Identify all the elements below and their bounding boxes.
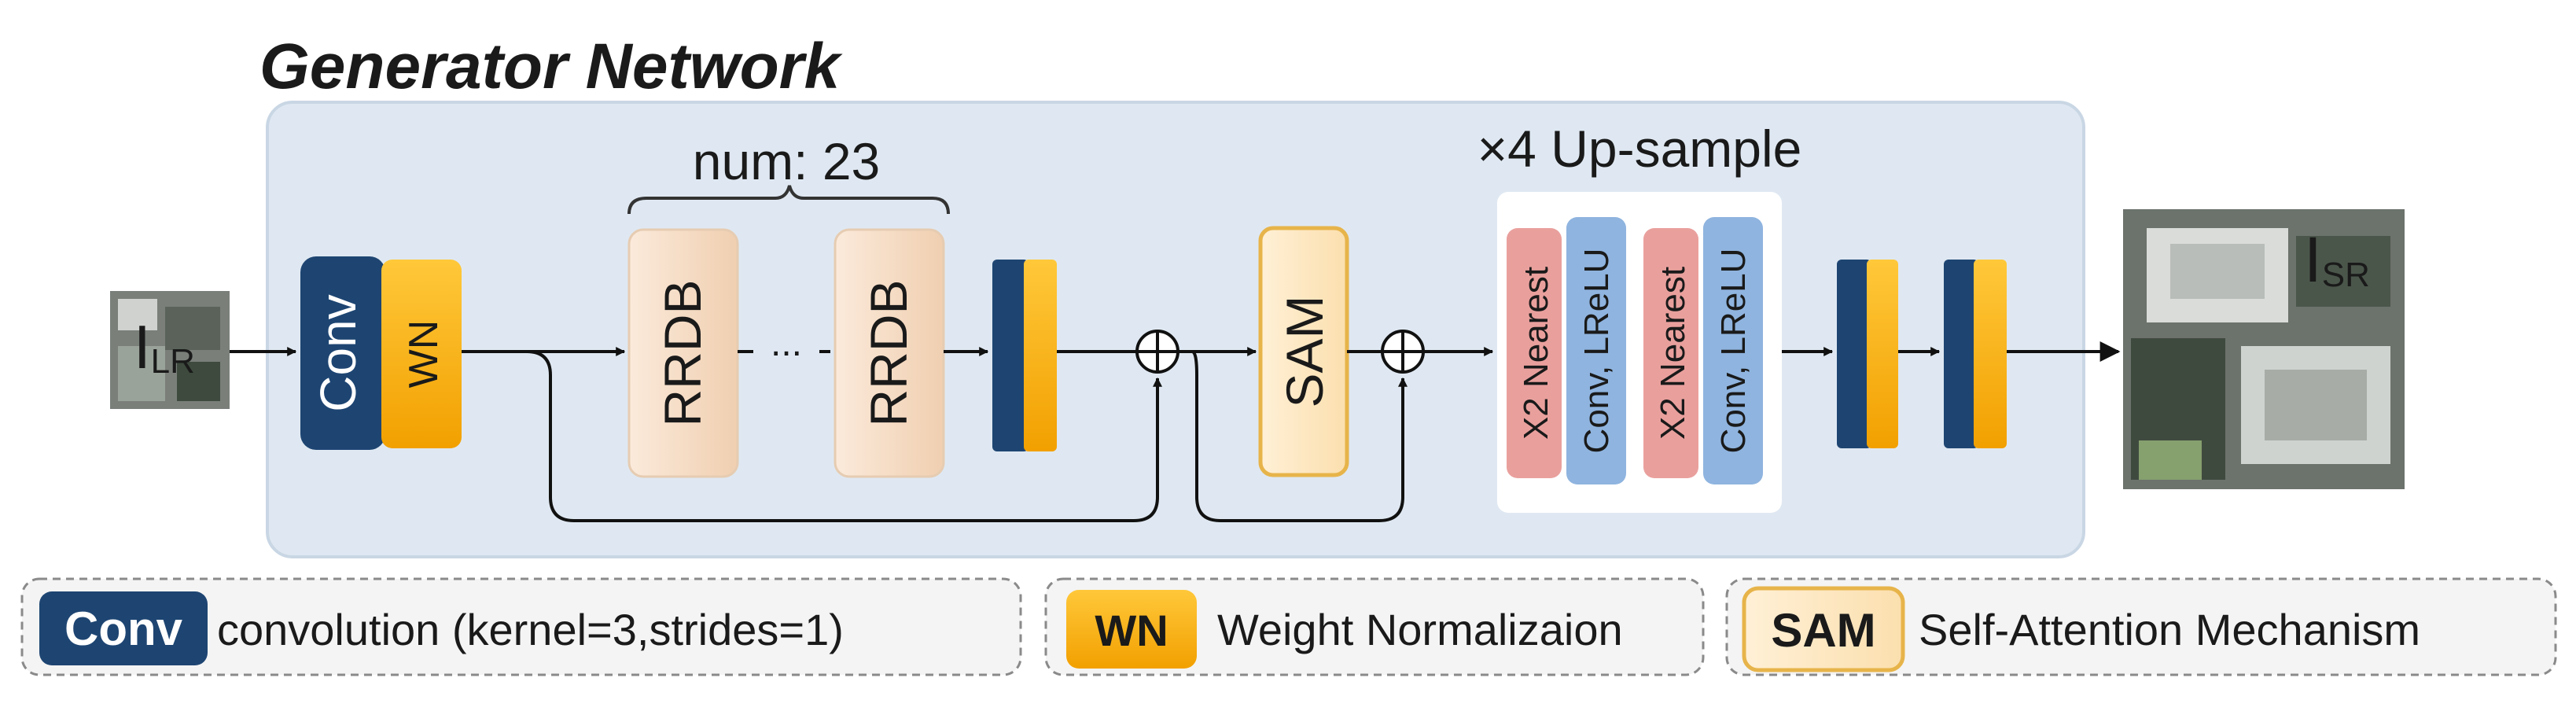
rrdb-block-2-label: RRDB (859, 279, 918, 426)
conv-block (300, 256, 385, 450)
rrdb-ellipsis: ... (771, 322, 802, 364)
rrdb-count-label: num: 23 (693, 132, 880, 190)
legend-conv-swatch (39, 591, 208, 665)
rrdb-block-1-label: RRDB (653, 279, 712, 426)
conv-lrelu-block-2-label: Conv, LReLU (1714, 249, 1753, 454)
legend-sam-text: Self-Attention Mechanism (1919, 605, 2420, 654)
legend-conv-text: convolution (kernel=3,strides=1) (217, 605, 844, 654)
wn-block (381, 260, 462, 448)
legend: Conv convolution (kernel=3,strides=1) WN… (20, 577, 2557, 676)
connectors (230, 341, 2121, 522)
conv-wn-pair-1-wn (1024, 260, 1057, 451)
add-node-1 (1135, 330, 1179, 374)
input-lr-image: ILR (110, 291, 230, 409)
rrdb-brace (627, 185, 950, 215)
legend-conv-box (20, 577, 1022, 676)
nearest-block-1-label: X2 Nearest (1517, 267, 1555, 440)
conv-wn-pair-2-conv (1837, 260, 1871, 448)
wn-block-label: WN (401, 320, 447, 389)
generator-panel (266, 101, 2085, 558)
upsample-title: ×4 Up-sample (1478, 120, 1802, 178)
add-node-2 (1381, 330, 1425, 374)
diagram-title: Generator Network (259, 31, 844, 102)
conv-block-label: Conv (310, 294, 366, 411)
legend-sam-key: SAM (1771, 604, 1875, 657)
conv-wn-pair-3-conv (1944, 260, 1978, 448)
legend-sam-swatch (1742, 586, 1905, 672)
legend-conv-key: Conv (64, 602, 183, 655)
conv-wn-pair-2-wn (1867, 260, 1898, 448)
legend-sam-box (1725, 577, 2557, 676)
legend-wn-text: Weight Normalizaion (1217, 605, 1623, 654)
output-label: ISR (2304, 224, 2370, 296)
conv-lrelu-block-1-label: Conv, LReLU (1577, 249, 1616, 454)
nearest-block-2 (1643, 228, 1698, 478)
nearest-block-1 (1507, 228, 1562, 478)
conv-lrelu-block-1 (1566, 217, 1626, 484)
input-label: ILR (134, 312, 195, 381)
conv-lrelu-block-2 (1703, 217, 1763, 484)
nearest-block-2-label: X2 Nearest (1654, 267, 1692, 440)
sam-block-label: SAM (1275, 295, 1334, 407)
legend-wn-box (1044, 577, 1705, 676)
output-sr-image: ISR (2123, 209, 2405, 489)
legend-wn-key: WN (1095, 606, 1168, 655)
legend-wn-swatch (1066, 590, 1197, 669)
conv-wn-pair-3-wn (1974, 260, 2007, 448)
conv-wn-pair-1-conv (992, 260, 1029, 451)
